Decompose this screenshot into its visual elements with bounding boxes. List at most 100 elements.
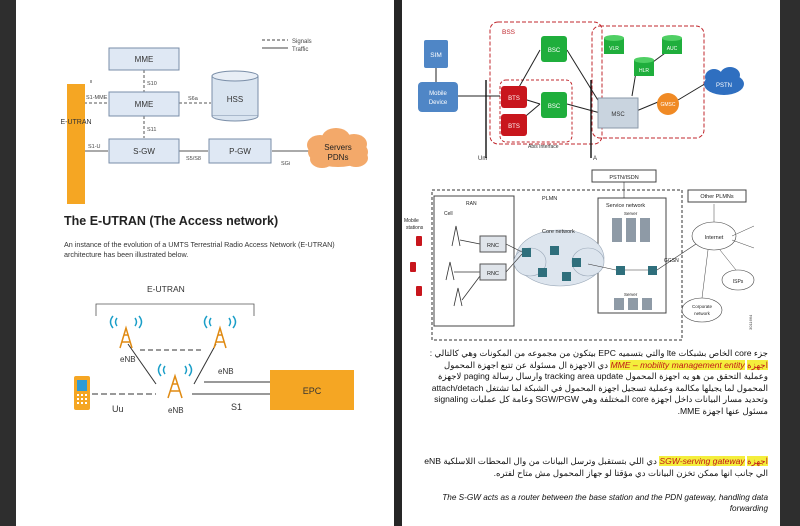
pgw-box [208, 138, 272, 164]
isps-label: ISPs [733, 279, 744, 285]
s5s8-label: S5/S8 [186, 156, 201, 162]
mobile-device-node [418, 82, 458, 112]
eutran-box [67, 84, 85, 204]
eutran-group-label: E-UTRAN [147, 284, 185, 294]
bts-bottom-label: BTS [508, 124, 520, 130]
hss-cylinder [211, 70, 259, 122]
server-bottom-label: Server [624, 292, 638, 297]
mme-highlight-term: MME – mobility management entity [610, 359, 745, 370]
enb-right-tower-icon [203, 315, 237, 349]
s11-label: S11 [147, 127, 156, 133]
arabic-paragraph-mme: جزء core الخاص بشبكات lte والتي بتسميه E… [418, 348, 768, 417]
left-page: Signals Traffic MME MME [16, 0, 394, 526]
corporate-label: Corporate [692, 304, 713, 309]
device-label: Device [429, 100, 448, 106]
mme-top-label: MME [135, 55, 154, 64]
enb-center-label: eNB [168, 406, 184, 415]
hss-label: HSS [227, 95, 243, 104]
core-routers-icons [522, 246, 657, 281]
internet-label: Internet [705, 235, 724, 241]
bts-top-node [501, 86, 527, 108]
um-label: Um [478, 156, 487, 162]
bss-label: BSS [502, 29, 516, 36]
rnc-top-label: RNC [487, 243, 499, 249]
servers-label: Servers [324, 143, 352, 152]
epc-architecture-diagram: Signals Traffic MME MME [60, 39, 368, 415]
gmsc-node [657, 93, 679, 115]
ran-towers-icon [445, 225, 481, 307]
sim-label: SIM [430, 52, 442, 59]
service-network-label: Service network [606, 203, 645, 209]
bts-bottom-node [501, 114, 527, 136]
sgw-description: دي اللي بتستقبل وترسل البيانات من وال ال… [424, 456, 768, 478]
epc-intro-text: جزء core الخاص بشبكات lte والتي بتسميه E… [429, 348, 768, 358]
bsc-bottom-node [541, 92, 567, 118]
mme-top-box [108, 47, 180, 71]
core-network-label: Core network [542, 229, 575, 235]
other-plmns-label: Other PLMNs [700, 194, 734, 200]
network-diagrams: SIM Mobile Device BSS BTS BTS BSC BSC [404, 21, 755, 341]
sgw-box [108, 138, 180, 164]
hlr-node [634, 57, 654, 76]
arabic-paragraph-sgw: اجهزة SGW-serving gateway دي اللي بتستقب… [418, 456, 768, 479]
eutran-access-diagram: E-UTRAN [92, 284, 270, 395]
network-label: network [694, 311, 711, 316]
enb-right-label: eNB [218, 367, 234, 376]
s1u-label: S1-U [88, 144, 101, 150]
enb-left-label: eNB [120, 355, 136, 364]
pstn-label: PSTN [716, 83, 732, 89]
section-title: The E-UTRAN (The Access network) [64, 214, 279, 228]
msc-label: MSC [611, 112, 625, 118]
right-page: SIM Mobile Device BSS BTS BTS BSC BSC [402, 0, 780, 526]
sgi-label: SGi [281, 161, 290, 167]
sim-node [424, 40, 448, 68]
intro-paragraph: An instance of the evolution of a UMTS T… [64, 240, 335, 259]
ggsn-label: GGSN [664, 258, 679, 264]
bsc-top-label: BSC [548, 48, 561, 54]
pdns-label: PDNs [328, 153, 349, 162]
sgw-english-note: The S-GW acts as a router between the ba… [442, 493, 768, 513]
pstn-cloud [704, 67, 744, 95]
auc-node [662, 35, 682, 54]
s10-label: S10 [147, 81, 157, 87]
rnc-bottom-label: RNC [487, 271, 499, 277]
mme-highlight-prefix: اجهزة [747, 359, 768, 370]
enb-left-tower-icon [109, 315, 143, 349]
stations-label: stations [406, 225, 424, 231]
epc-box [270, 370, 354, 410]
bss-boundary [489, 21, 603, 145]
bsc-top-node [541, 36, 567, 62]
legend-signals: Signals [292, 39, 312, 45]
servers-cloud [307, 128, 368, 168]
other-plmns-box [687, 189, 747, 203]
sgw-highlight-term: SGW-serving gateway [659, 456, 745, 466]
sgw-label: S-GW [133, 147, 155, 156]
msc-node [597, 97, 639, 129]
gmsc-label: GMSC [661, 102, 676, 108]
corporate-network-cloud [681, 297, 723, 323]
core-network-cloud [513, 229, 605, 287]
gsm-architecture-diagram: SIM Mobile Device BSS BTS BTS BSC BSC [418, 21, 744, 162]
nss-boundary [591, 25, 705, 139]
mobile-phone-icon [74, 376, 90, 410]
plmn-label: PLMN [542, 196, 557, 202]
uu-label: Uu [112, 404, 124, 414]
page-divider [394, 0, 402, 526]
s1mme-label: S1-MME [86, 95, 108, 101]
auc-label: AUC [667, 46, 678, 52]
cell-label: Cell [444, 211, 453, 217]
s6a-label: S6a [188, 96, 199, 102]
mme-description: دي الاجهزة ال مسئولة عن تتبع اجهزة المحم… [431, 359, 768, 416]
enb-center-tower-icon [157, 363, 193, 399]
mobile-stations-label: Mobile [404, 218, 419, 224]
server-top-label: Server [624, 211, 638, 216]
mme-box [108, 91, 180, 117]
ran-label: RAN [466, 201, 477, 207]
bsc-bottom-label: BSC [548, 104, 561, 110]
hlr-label: HLR [639, 68, 649, 74]
bts-top-label: BTS [508, 96, 520, 102]
mobile-label: Mobile [429, 91, 447, 97]
isps-cloud [721, 269, 755, 291]
pgw-label: P-GW [229, 147, 251, 156]
